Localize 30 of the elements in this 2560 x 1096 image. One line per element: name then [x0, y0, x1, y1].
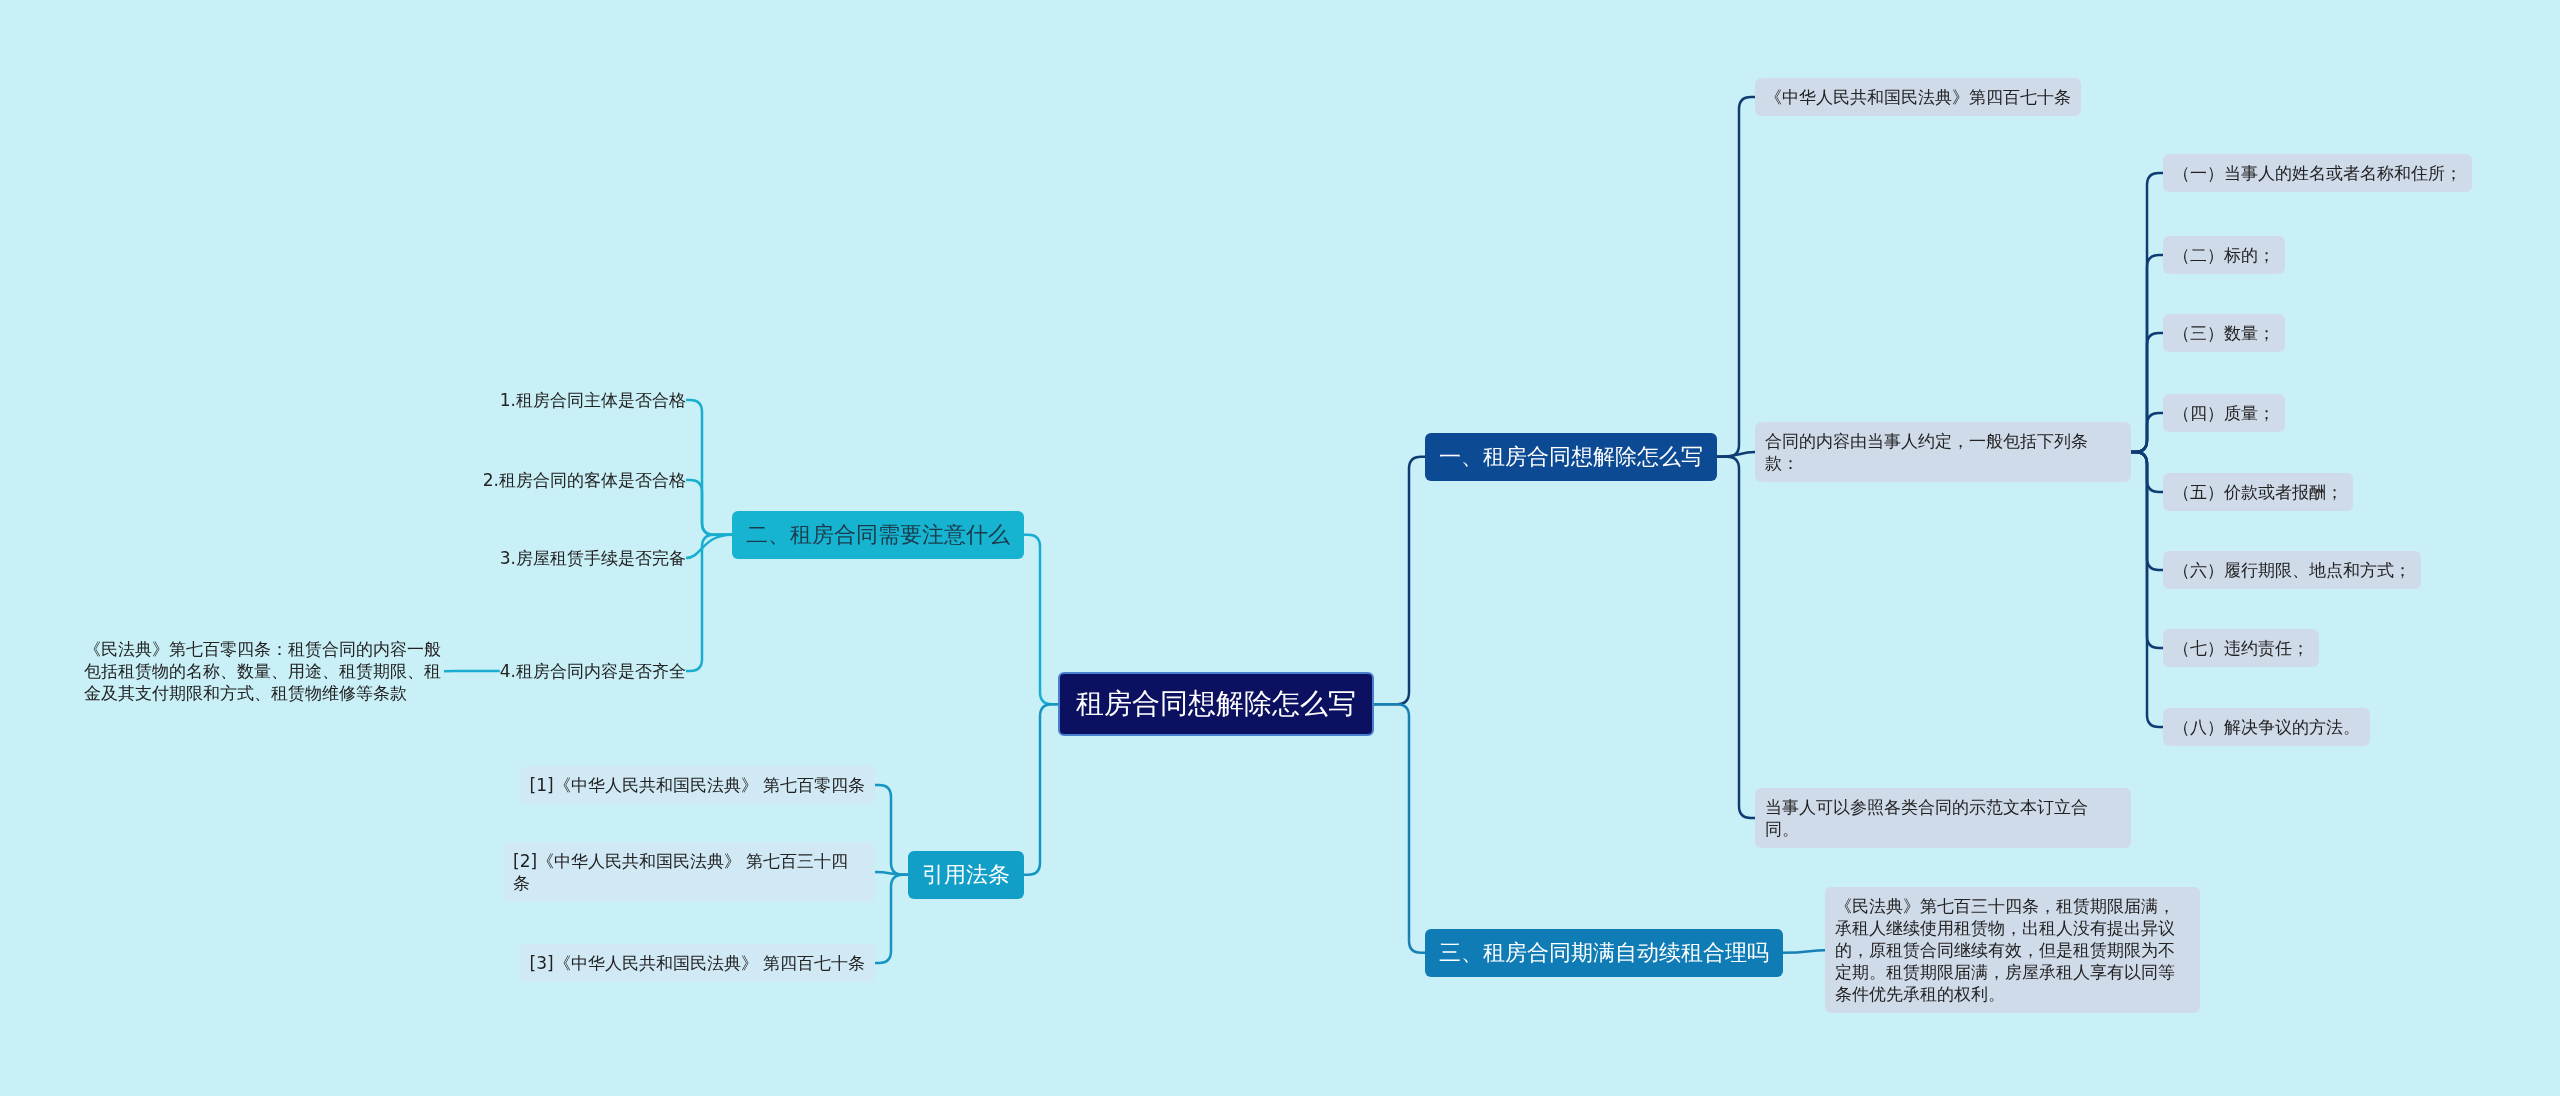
reference-box: [3]《中华人民共和国民法典》 第四百七十条 — [519, 944, 875, 983]
subtopic-box: （二）标的； — [2163, 236, 2285, 275]
subtopic-box: （四）质量； — [2163, 394, 2285, 433]
subtopic-text: 2.租房合同的客体是否合格 — [482, 467, 686, 494]
subtopic-text: 3.房屋租赁手续是否完备 — [499, 545, 686, 572]
connector-line — [1717, 455, 1755, 820]
reference-box: [2]《中华人民共和国民法典》 第七百三十四条 — [503, 842, 875, 903]
subtopic-box: 《民法典》第七百三十四条，租赁期限届满，承租人继续使用租赁物，出租人没有提出异议的，原租赁合同继续有效，但是租赁期限为不定期。租赁期限届满，房屋承租人享有以同等条件优先承租的权利。 — [1825, 887, 2200, 1014]
subtopic-text: 1.租房合同主体是否合格 — [499, 387, 686, 414]
reference-box: [1]《中华人民共和国民法典》 第七百零四条 — [519, 766, 875, 805]
branch-topic-box: 二、租房合同需要注意什么 — [732, 510, 1024, 560]
connector-line — [875, 870, 908, 877]
branch-topic-box: 引用法条 — [908, 850, 1024, 900]
subtopic-box: （六）履行期限、地点和方式； — [2163, 551, 2421, 590]
subtopic-box: （一）当事人的姓名或者名称和住所； — [2163, 154, 2472, 193]
subtopic-box: 合同的内容由当事人约定，一般包括下列条款： — [1755, 422, 2131, 483]
subtopic-box: （七）违约责任； — [2163, 629, 2319, 668]
subtopic-box: （八）解决争议的方法。 — [2163, 708, 2370, 747]
subtopic-box: 当事人可以参照各类合同的示范文本订立合同。 — [1755, 788, 2131, 849]
branch-topic-box: 一、租房合同想解除怎么写 — [1425, 432, 1717, 482]
connector-line — [444, 669, 500, 673]
subtopic-box: （三）数量； — [2163, 314, 2285, 353]
subtopic-box: （五）价款或者报酬； — [2163, 473, 2353, 512]
subtopic-text: 4.租房合同内容是否齐全 — [499, 658, 686, 685]
subtopic-text: 《民法典》第七百零四条：租赁合同的内容一般包括租赁物的名称、数量、用途、租赁期限、租金及其支付期限和方式、租赁物维修等条款 — [84, 636, 444, 707]
subtopic-box: 《中华人民共和国民法典》第四百七十条 — [1755, 78, 2081, 117]
connector-line — [1716, 450, 1756, 459]
central-topic-box: 租房合同想解除怎么写 — [1058, 672, 1374, 737]
connector-line — [1783, 949, 1825, 955]
branch-topic-box: 三、租房合同期满自动续租合理吗 — [1425, 928, 1783, 978]
